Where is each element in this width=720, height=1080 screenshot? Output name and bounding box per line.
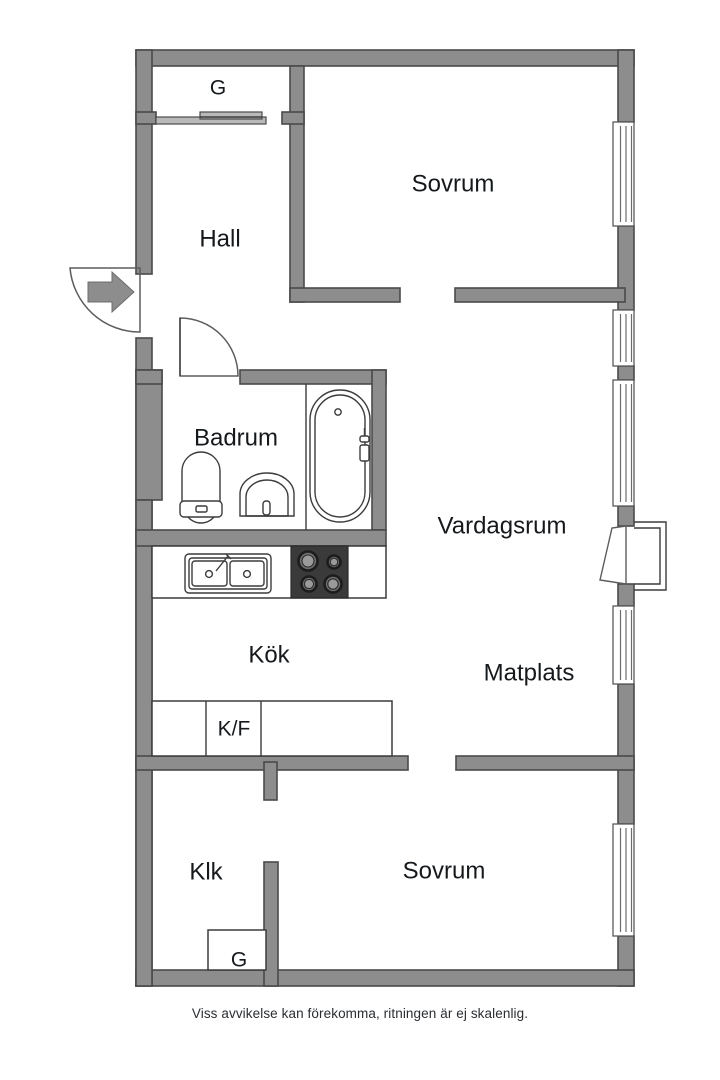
- room-label-fridge-freezer: K/F: [218, 718, 251, 741]
- wall-exterior-top: [135, 49, 635, 67]
- wall-bathroom-top: [239, 369, 387, 385]
- kitchen-fixtures: [151, 545, 393, 757]
- window-4: [612, 605, 635, 685]
- wall-nub-closet-right: [281, 111, 305, 125]
- wall-exterior-right-c: [617, 365, 635, 381]
- room-label-living-room: Vardagsrum: [438, 512, 567, 539]
- disclaimer-caption: Viss avvikelse kan förekomma, ritningen …: [191, 1006, 529, 1021]
- room-label-bathroom: Badrum: [194, 424, 278, 451]
- bathtub: [309, 389, 371, 523]
- kitchen-base-cabinets: [151, 700, 393, 757]
- window-2: [612, 309, 635, 367]
- exterior-walls: [135, 49, 635, 987]
- interior-walls: [135, 65, 635, 987]
- wall-exterior-right-a: [617, 49, 635, 123]
- wall-bathroom-bottom: [135, 529, 387, 547]
- room-label-closet-hall: G: [210, 77, 226, 100]
- wall-bathroom-top-left-stub: [135, 369, 163, 385]
- hall-closet-sliding-door: [155, 111, 267, 125]
- room-label-walk-in-closet: Klk: [189, 858, 223, 885]
- wall-dining-bedroom: [455, 755, 635, 771]
- wall-exterior-bottom: [135, 969, 635, 987]
- washbasin: [239, 472, 295, 517]
- bathroom-door: [179, 317, 239, 377]
- bathroom-fixtures: [179, 384, 371, 530]
- kitchen-sink: [184, 553, 272, 594]
- wall-stub-kitchen-bottom: [263, 761, 278, 801]
- room-labels: G Hall Sovrum Badrum Vardagsrum Kök K/F …: [189, 77, 574, 972]
- entry-direction-arrow: [87, 270, 135, 314]
- room-label-closet-lower: G: [231, 949, 247, 972]
- window-1: [612, 121, 635, 227]
- wall-hall-bedroom: [289, 65, 305, 303]
- wall-nub-closet-left: [135, 111, 157, 125]
- wall-exterior-right-f: [617, 683, 635, 825]
- closet-lower-rect: [207, 929, 267, 971]
- wall-bathroom-right: [371, 369, 387, 531]
- window-5: [612, 823, 635, 937]
- entrance-door: [69, 267, 141, 333]
- wall-exterior-right-d: [617, 505, 635, 527]
- wall-left-jog-bathroom: [135, 369, 163, 501]
- window-3: [612, 379, 635, 507]
- balcony-door: [599, 521, 667, 591]
- room-label-hall: Hall: [199, 225, 240, 252]
- room-label-bedroom-upper: Sovrum: [412, 170, 495, 197]
- cooktop: [290, 545, 349, 599]
- room-label-dining-area: Matplats: [484, 659, 575, 686]
- room-label-kitchen: Kök: [248, 641, 290, 668]
- closet-lower-box: [207, 929, 267, 971]
- wall-bedroom-upper-bottom-left: [289, 287, 401, 303]
- windows-right-facade: [612, 121, 635, 937]
- room-label-bedroom-lower: Sovrum: [403, 857, 486, 884]
- wall-exterior-left-c: [135, 499, 153, 987]
- wall-exterior-left-a: [135, 49, 153, 275]
- toilet: [179, 451, 223, 524]
- wall-bedroom-upper-bottom-right: [454, 287, 626, 303]
- wall-klk-divider: [263, 861, 279, 987]
- wall-exterior-right-e: [617, 583, 635, 607]
